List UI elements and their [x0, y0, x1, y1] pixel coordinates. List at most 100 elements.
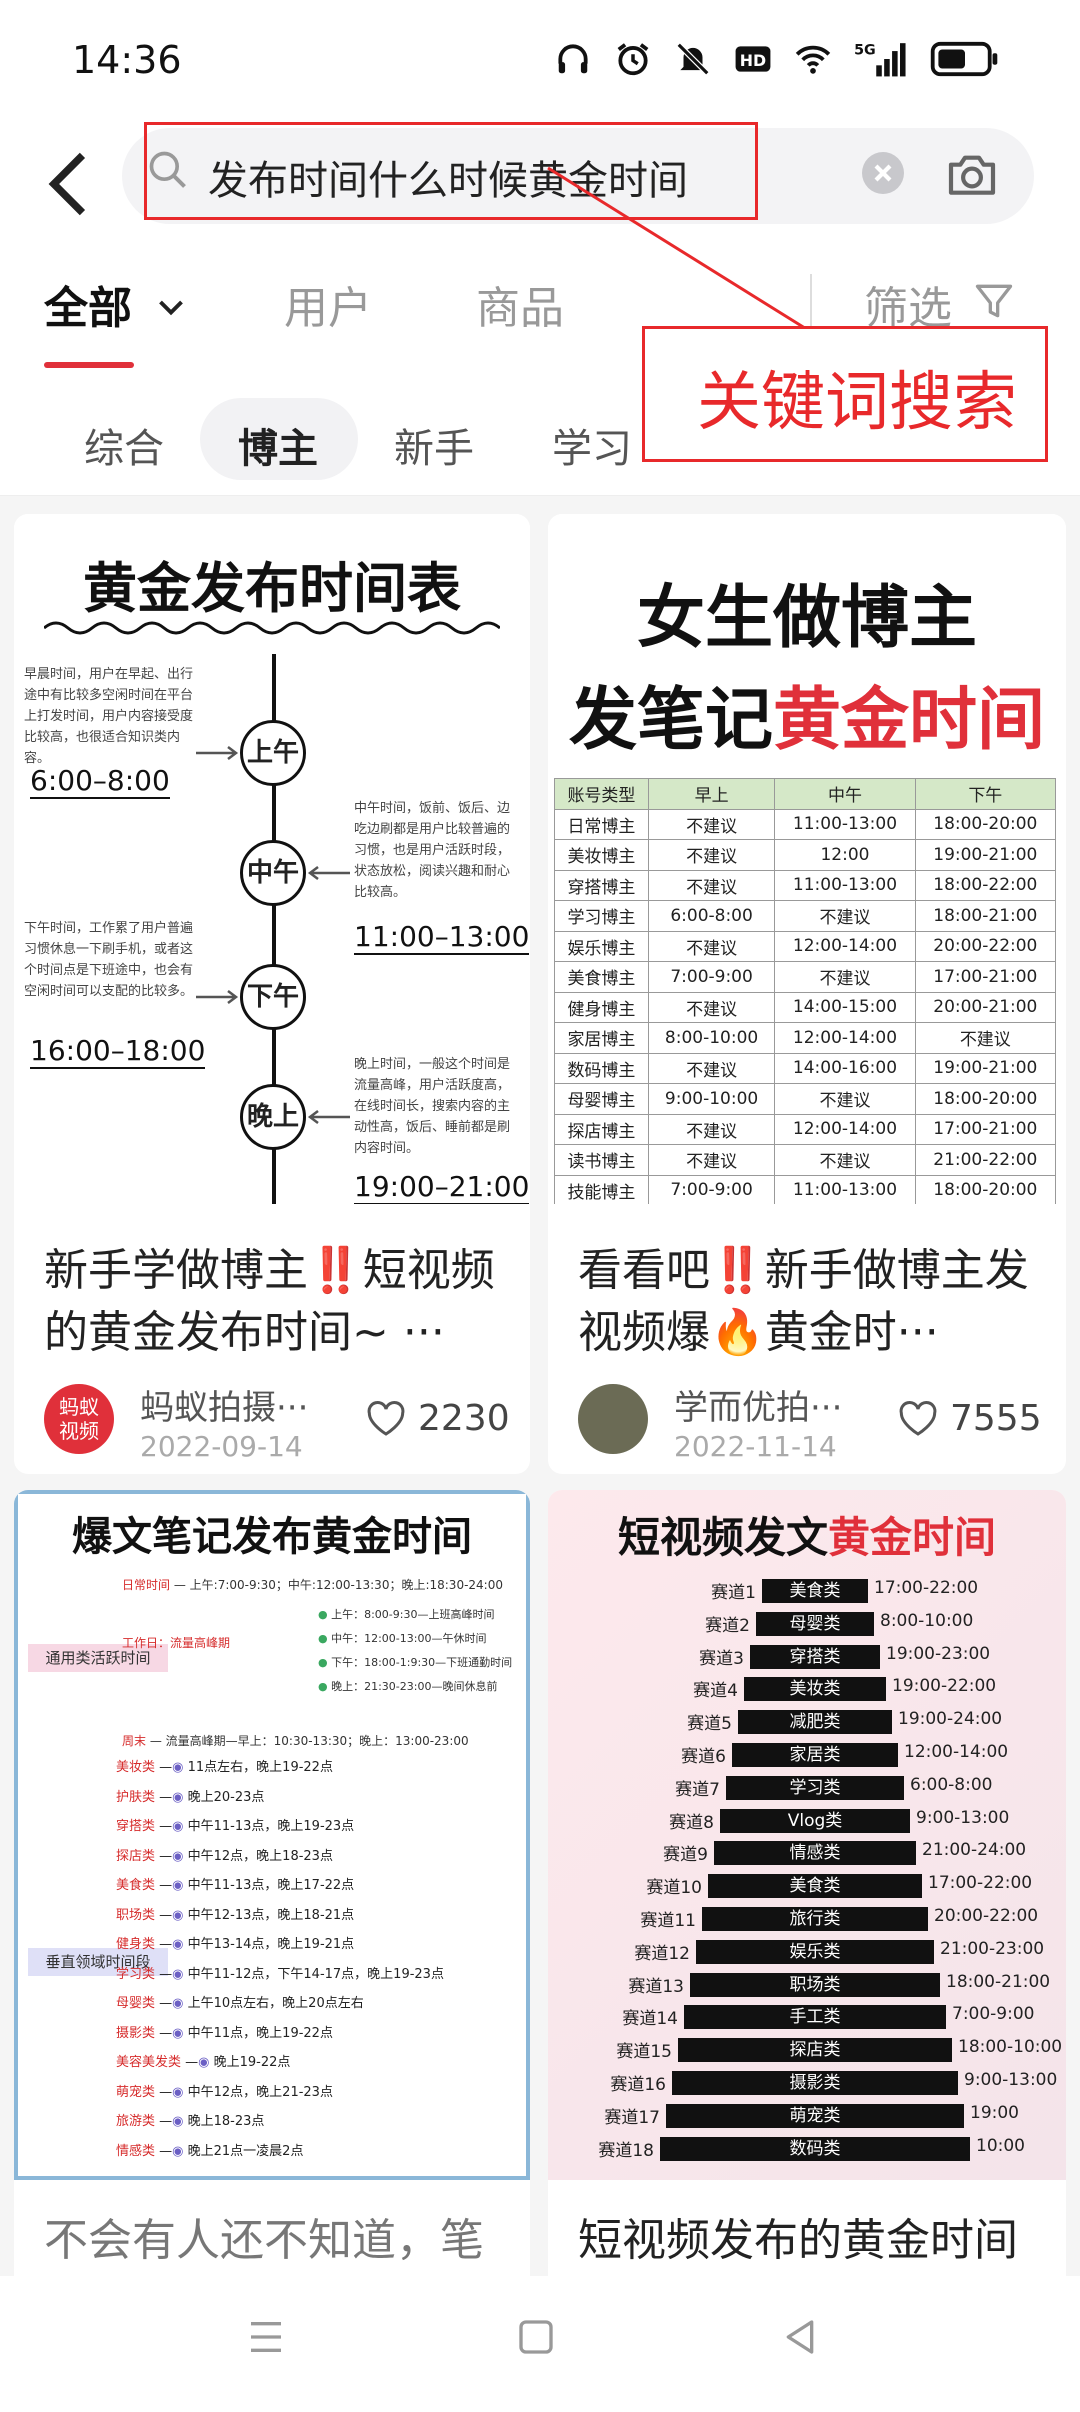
avatar[interactable]: [578, 1384, 648, 1454]
time-label: 9:00-13:00: [916, 1807, 1010, 1828]
category-bar: 母婴类: [756, 1611, 874, 1636]
headphones-icon: [558, 44, 588, 74]
list-item: 工作日：流量高峰期: [122, 1636, 231, 1650]
tab-products[interactable]: 商品: [476, 283, 564, 334]
note-title[interactable]: 看看吧‼️新手做博主发视频爆🔥黄金时···: [578, 1245, 1029, 1358]
table-cell: 19:00-21:00: [914, 1052, 1057, 1084]
close-icon: [874, 164, 892, 182]
status-time: 14:36: [72, 38, 182, 82]
track-label: 赛道14: [622, 2009, 678, 2030]
table-cell: 18:00-21:00: [914, 900, 1057, 932]
table-cell: 19:00-21:00: [914, 839, 1057, 871]
list-item: 健身类 —◉ 中午13-14点，晚上19-21点: [116, 1937, 355, 1952]
category-bar: 穿搭类: [750, 1644, 880, 1669]
table-cell: 6:00-8:00: [647, 900, 776, 932]
time-label: 7:00-9:00: [952, 2004, 1035, 2025]
track-label: 赛道16: [610, 2075, 666, 2095]
table-cell: 家居博主: [554, 1022, 649, 1054]
menu-icon[interactable]: [246, 2316, 286, 2358]
track-label: 赛道2: [705, 1615, 750, 1636]
table-cell: 数码博主: [554, 1052, 649, 1084]
category-bar: 数码类: [660, 2136, 970, 2161]
note-card[interactable]: 黄金发布时间表 上午 早晨时间，用户在早起、出行途中有比较多空闲时间在平台上打发…: [14, 514, 530, 1474]
category-bar: 美食类: [762, 1579, 868, 1603]
alarm-icon: [617, 43, 649, 76]
heart-icon[interactable]: [366, 1400, 406, 1438]
home-icon[interactable]: [516, 2316, 556, 2358]
back-arrow-icon[interactable]: [36, 144, 106, 224]
result-feed: 黄金发布时间表 上午 早晨时间，用户在早起、出行途中有比较多空闲时间在平台上打发…: [0, 496, 1080, 2290]
note-card[interactable]: 爆文笔记发布黄金时间 通用类活跃时间 日常时间 — 上午:7:00-9:30；中…: [14, 1490, 530, 2290]
table-cell: 读书博主: [554, 1144, 649, 1176]
table-cell: 7:00-9:00: [647, 961, 776, 993]
note-cover: 黄金发布时间表 上午 早晨时间，用户在早起、出行途中有比较多空闲时间在平台上打发…: [14, 514, 530, 1204]
list-item: 旅游类 —◉ 晚上18-23点: [116, 2114, 265, 2129]
chip-blogger[interactable]: 博主: [238, 426, 318, 472]
tab-all[interactable]: 全部: [44, 272, 189, 336]
table-cell: 18:00-20:00: [914, 808, 1057, 840]
back-icon[interactable]: [780, 2316, 820, 2358]
heart-icon[interactable]: [898, 1400, 938, 1438]
search-input[interactable]: 发布时间什么时候黄金时间: [208, 158, 688, 204]
track-label: 赛道11: [640, 1911, 696, 1931]
time-label: 9:00-13:00: [964, 2070, 1058, 2090]
table-cell: 17:00-21:00: [914, 1113, 1057, 1145]
list-item: 护肤类 —◉ 晚上20-23点: [116, 1789, 265, 1805]
list-item: 情感类 —◉ 晚上21点一凌晨2点: [116, 2143, 304, 2159]
filter-button[interactable]: 筛选: [864, 272, 1016, 336]
slot-label: 下午: [240, 964, 306, 1030]
avatar[interactable]: 蚂蚁 视频: [44, 1384, 114, 1454]
hd-icon: HD: [735, 46, 771, 72]
svg-text:5G: 5G: [854, 42, 876, 58]
category-bar: 娱乐类: [696, 1939, 934, 1964]
tab-users[interactable]: 用户: [284, 283, 372, 334]
author-name[interactable]: 学而优拍···: [674, 1388, 843, 1428]
camera-icon[interactable]: [944, 146, 1000, 202]
slot-label: 晚上: [240, 1084, 306, 1150]
active-tab-indicator: [44, 362, 134, 368]
clear-search-button[interactable]: [862, 152, 904, 194]
table-cell: 18:00-20:00: [914, 1083, 1057, 1115]
list-item: 美容美发类 —◉ 晚上19-22点: [116, 2055, 291, 2070]
chip-newbie[interactable]: 新手: [394, 426, 474, 472]
category-bar: 美妆类: [744, 1677, 886, 1702]
author-name[interactable]: 蚂蚁拍摄···: [140, 1388, 309, 1428]
list-item: ● 晚上：21:30-23:00—晚间休息前: [318, 1680, 498, 1693]
active-chip-bg: [200, 398, 358, 480]
note-cover: 爆文笔记发布黄金时间 通用类活跃时间 日常时间 — 上午:7:00-9:30；中…: [14, 1490, 530, 2180]
note-date: 2022-11-14: [674, 1430, 837, 1463]
category-bar: 情感类: [714, 1841, 916, 1866]
table-cell: 不建议: [647, 839, 776, 871]
chip-general[interactable]: 综合: [84, 426, 164, 472]
filter-icon: [975, 284, 1013, 318]
track-label: 赛道9: [663, 1845, 708, 1866]
battery-icon: [930, 41, 998, 77]
list-item: 日常时间 — 上午:7:00-9:30；中午:12:00-13:30；晚上:18…: [122, 1578, 503, 1592]
note-title[interactable]: 不会有人还不知道，笔: [44, 2215, 484, 2266]
chip-study[interactable]: 学习: [552, 426, 632, 472]
table-cell: 12:00-14:00: [774, 1022, 916, 1054]
table-cell: 美食博主: [554, 961, 649, 993]
table-cell: 中午: [774, 778, 916, 810]
track-label: 赛道13: [628, 1976, 684, 1997]
list-item: 摄影类 —◉ 中午11点，晚上19-22点: [116, 2025, 333, 2041]
table-cell: 12:00-14:00: [774, 1113, 916, 1145]
track-label: 赛道17: [604, 2107, 660, 2128]
table-cell: 11:00-13:00: [774, 808, 916, 840]
list-item: 穿搭类 —◉ 中午11-13点，晚上19-23点: [116, 1819, 355, 1834]
table-cell: 不建议: [647, 869, 776, 901]
status-bar: 14:36 HD 5G: [0, 0, 1080, 120]
note-title[interactable]: 新手学做博主‼️短视频的黄金发布时间~ ···: [44, 1245, 495, 1358]
note-title[interactable]: 短视频发布的黄金时间: [578, 2215, 1018, 2266]
search-highlight-frame: [144, 122, 758, 220]
table-cell: 日常博主: [554, 808, 649, 840]
list-item: 职场类 —◉ 中午12-13点，晚上18-21点: [116, 1907, 355, 1923]
